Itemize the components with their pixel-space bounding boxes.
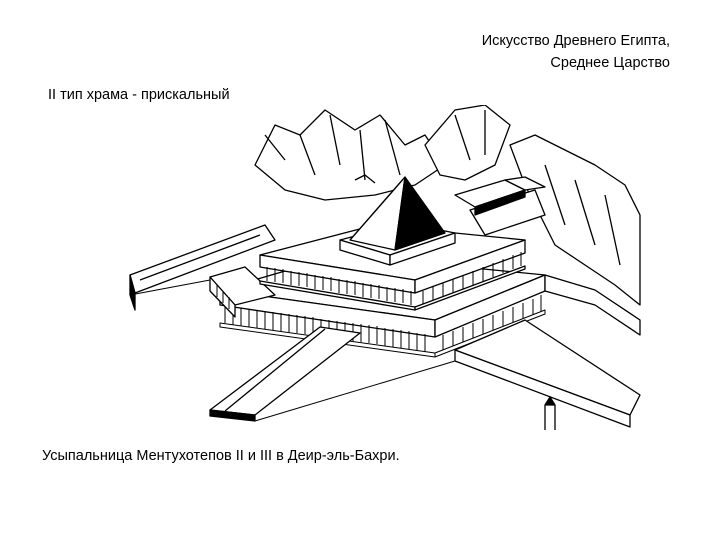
- temple-illustration: [129, 105, 641, 430]
- ground-lines: [129, 279, 456, 422]
- left-wing: [209, 266, 276, 318]
- pyramid: [349, 176, 446, 251]
- right-wall: [454, 319, 641, 430]
- cliffs: [254, 105, 641, 306]
- back-courts: [454, 176, 546, 236]
- temple-type-label: II тип храма - прискальный: [48, 87, 230, 103]
- caption: Усыпальница Ментухотепов II и III в Деир…: [42, 448, 400, 464]
- right-causeway: [544, 274, 641, 336]
- slide-title: Искусство Древнего Египта, Среднее Царст…: [482, 30, 670, 74]
- front-ramp: [209, 326, 361, 422]
- left-causeway: [129, 224, 276, 311]
- title-line-1: Искусство Древнего Египта,: [481, 33, 670, 49]
- title-line-2: Среднее Царство: [550, 55, 670, 71]
